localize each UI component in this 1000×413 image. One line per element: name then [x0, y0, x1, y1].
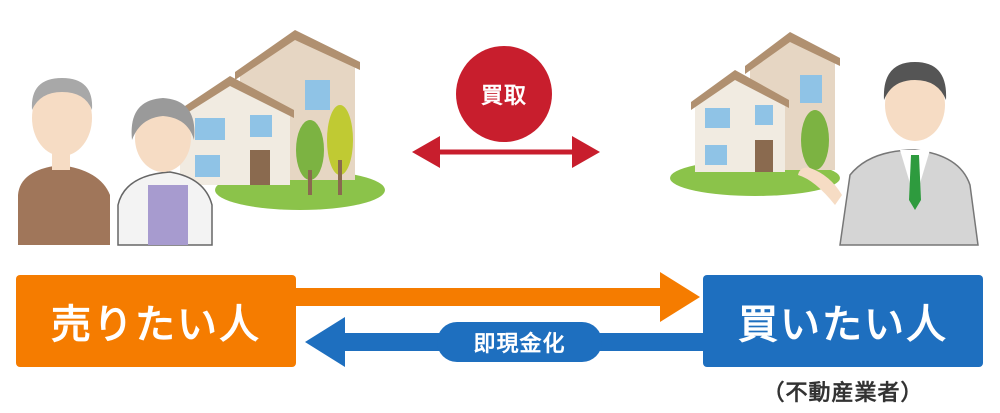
man-hair-right [883, 62, 947, 100]
seller-box: 売りたい人 [16, 275, 296, 367]
cash-conversion-pill: 即現金化 [437, 322, 602, 362]
left-window-1 [195, 118, 225, 140]
purchase-badge: 買取 [456, 46, 552, 142]
buyer-note: （不動産業者） [762, 381, 924, 406]
right-house-front-roof [691, 70, 789, 110]
left-window-3 [305, 80, 330, 110]
left-house-tall-roof [235, 30, 360, 80]
left-window-4 [195, 155, 220, 177]
purchase-badge-label: 買取 [480, 84, 527, 109]
left-tree-2-trunk [338, 160, 342, 195]
left-door [250, 150, 270, 185]
woman-face [135, 104, 191, 172]
purchase-arrow-right-head [572, 136, 600, 168]
purchase-arrow-left-head [412, 136, 440, 168]
orange-arrow-head [660, 272, 700, 322]
man-sweater [18, 165, 110, 245]
man-tie [909, 155, 921, 210]
man-pointing-hand [798, 167, 842, 205]
man-face-right [885, 69, 945, 141]
right-house-tall-roof [745, 32, 840, 74]
purchase-double-arrow [412, 136, 600, 168]
cash-conversion-label: 即現金化 [473, 332, 566, 357]
man-face [32, 80, 92, 156]
right-door [755, 140, 773, 172]
orange-arrow-shaft [296, 288, 666, 306]
right-window-2 [755, 105, 773, 125]
orange-arrow [296, 272, 700, 322]
left-tree-2 [327, 105, 353, 175]
woman-hair [131, 98, 195, 140]
right-house-illustration [670, 32, 840, 196]
right-window-3 [800, 75, 822, 103]
buyer-businessman-illustration [798, 62, 979, 246]
left-house-illustration [176, 30, 385, 210]
woman-blouse [148, 185, 188, 245]
man-hair [31, 78, 93, 110]
blue-arrow-head [305, 317, 345, 367]
right-window-1 [705, 108, 730, 128]
left-house-front-roof [176, 76, 294, 120]
seller-label: 売りたい人 [51, 302, 261, 348]
buyer-label: 買いたい人 [738, 302, 948, 348]
right-window-4 [705, 145, 727, 165]
seller-couple-illustration [18, 78, 213, 246]
left-window-2 [250, 115, 272, 137]
left-tree-1-trunk [308, 170, 312, 195]
right-tree [801, 110, 829, 170]
buyer-box: 買いたい人 [703, 275, 983, 367]
left-tree-1 [296, 120, 324, 180]
